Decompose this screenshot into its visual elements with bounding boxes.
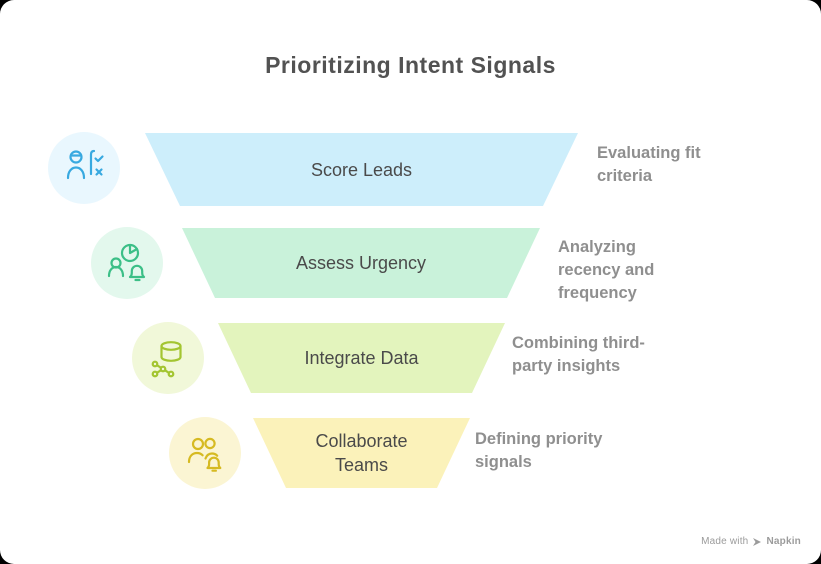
annotation-line: Analyzing (558, 238, 636, 256)
team-bell-icon (183, 431, 227, 475)
watermark[interactable]: Made with Napkin (701, 536, 801, 547)
annotation-line: recency and (558, 261, 655, 279)
funnel-level-collaborate-teams: Collaborate Teams (253, 418, 470, 488)
funnel-label: Integrate Data (304, 348, 419, 368)
annotation-collaborate-teams: Defining priority signals (475, 428, 602, 474)
funnel-level-integrate-data: Integrate Data (218, 323, 505, 393)
annotation-assess-urgency: Analyzing recency and frequency (558, 236, 654, 305)
annotation-line: Combining third- (512, 334, 645, 352)
icon-circle-score-leads (48, 132, 120, 204)
watermark-brand: Napkin (766, 536, 801, 547)
funnel-label: Collaborate Teams (315, 431, 408, 475)
icon-circle-assess-urgency (91, 227, 163, 299)
diagram-title: Prioritizing Intent Signals (265, 52, 556, 78)
annotation-line: Evaluating fit (597, 144, 701, 162)
annotation-line: Defining priority (475, 430, 603, 448)
watermark-made-with: Made with (701, 536, 749, 547)
annotation-integrate-data: Combining third- party insights (512, 332, 645, 378)
icon-circle-collaborate-teams (169, 417, 241, 489)
icon-circle-integrate-data (132, 322, 204, 394)
annotation-line: criteria (597, 167, 653, 185)
annotation-line: party insights (512, 357, 621, 375)
database-network-icon (146, 336, 190, 380)
funnel-label: Score Leads (310, 159, 413, 180)
annotation-score-leads: Evaluating fit criteria (597, 142, 701, 188)
pie-person-bell-icon (105, 241, 149, 285)
funnel-level-assess-urgency: Assess Urgency (182, 228, 540, 298)
annotation-line: frequency (558, 284, 637, 302)
annotation-line: signals (475, 453, 532, 471)
funnel-label: Assess Urgency (295, 253, 427, 273)
napkin-logo-icon (752, 537, 762, 547)
funnel-level-score-leads: Score Leads (145, 133, 578, 206)
person-checklist-icon (62, 146, 106, 190)
